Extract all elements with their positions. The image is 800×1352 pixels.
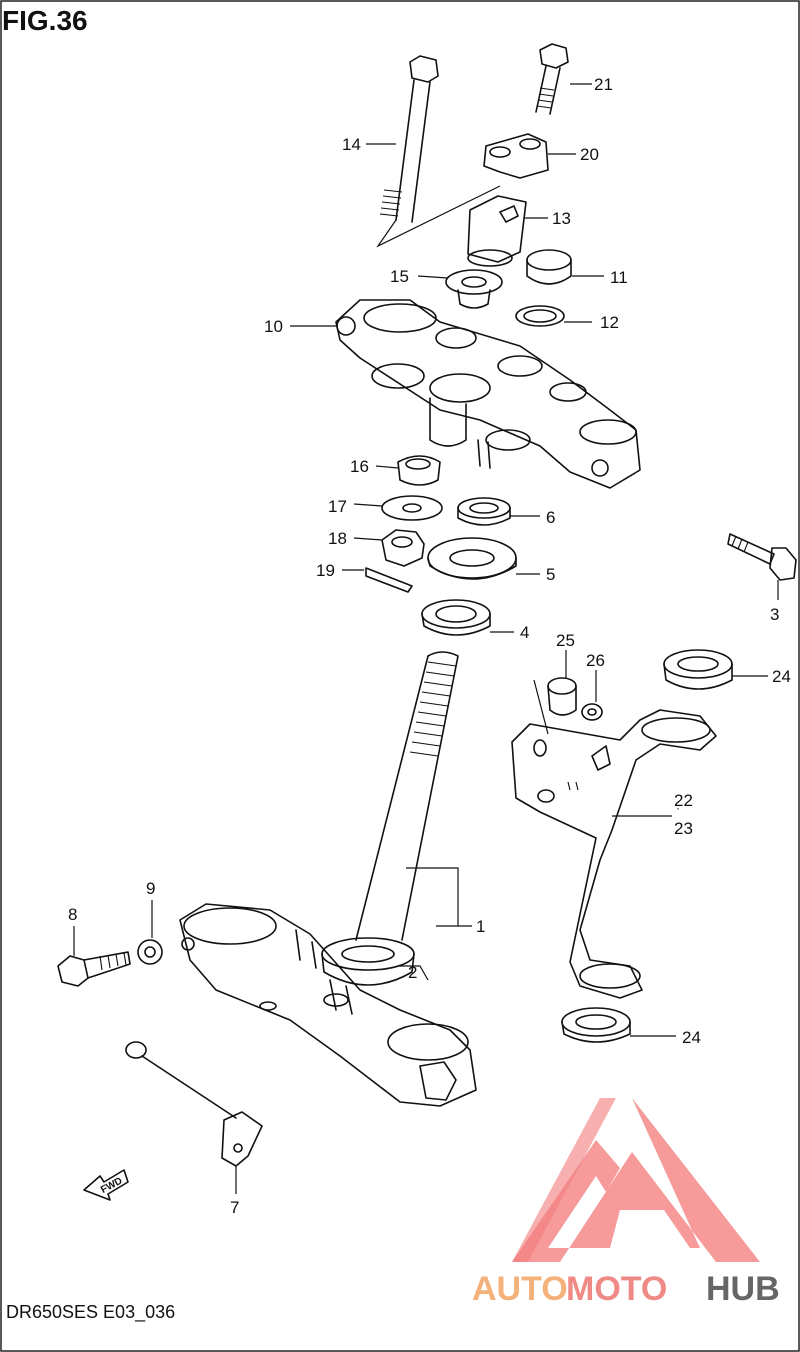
part-11-cap (526, 249, 604, 285)
part-4-bearing (421, 599, 514, 636)
part-10-upper-bracket (290, 299, 641, 489)
part-15-bushing (417, 269, 503, 309)
callout-2: 2 (408, 963, 417, 982)
part-3-bolt (727, 533, 797, 600)
part-5-washer (427, 537, 540, 580)
callout-13: 13 (552, 209, 571, 228)
part-8-bolt (57, 926, 131, 987)
part-18-nut (353, 529, 425, 567)
part-26-spacer (581, 670, 603, 721)
callout-16: 16 (350, 457, 369, 476)
automotohub-wordmark: AUTO MOTO HUB (472, 1270, 780, 1308)
part-9-washer (137, 900, 163, 965)
callout-22: 22 (674, 791, 693, 810)
part-1-steering-stem (179, 651, 477, 1107)
part-2-bearing (321, 937, 429, 986)
part-22-23-bracket (511, 679, 717, 999)
callout-21: 21 (594, 75, 613, 94)
callout-9: 9 (146, 879, 155, 898)
part-21-bolt (535, 43, 592, 115)
part-7-clamp (125, 1041, 263, 1194)
figure-code: DR650SES E03_036 (6, 1302, 175, 1323)
callout-dot: · (676, 801, 680, 815)
callout-18: 18 (328, 529, 347, 548)
callout-17: 17 (328, 497, 347, 516)
callout-8: 8 (68, 905, 77, 924)
callout-6: 6 (546, 508, 555, 527)
callout-20: 20 (580, 145, 599, 164)
callout-7: 7 (230, 1198, 239, 1217)
callout-19: 19 (316, 561, 335, 580)
wordmark-moto: MOTO (566, 1270, 667, 1308)
callout-5: 5 (546, 565, 555, 584)
figure-title: FIG.36 (2, 5, 88, 36)
fwd-arrow-icon: FWD (83, 1169, 129, 1201)
callout-23: 23 (674, 819, 693, 838)
callout-11: 11 (610, 268, 628, 287)
part-20-clamp (483, 133, 576, 179)
part-16-clip (375, 455, 441, 486)
callout-12: 12 (600, 313, 619, 332)
part-14-bolt (366, 55, 501, 248)
wordmark-hub: HUB (706, 1270, 780, 1308)
part-24-grommet-upper (663, 649, 768, 690)
part-25-cushion (547, 650, 577, 716)
part-17-washer (353, 495, 443, 521)
part-13-holder (467, 195, 548, 267)
callout-labels: 21 20 14 13 11 15 12 10 16 17 6 18 5 19 … (68, 75, 791, 1217)
part-6-nut (457, 497, 540, 526)
callout-3: 3 (770, 605, 779, 624)
fwd-label: FWD (99, 1176, 124, 1196)
callout-14: 14 (342, 135, 361, 154)
callout-25: 25 (556, 631, 575, 650)
callout-24-upper: 24 (772, 667, 791, 686)
callout-10: 10 (264, 317, 283, 336)
callout-15: 15 (390, 267, 409, 286)
callout-24-lower: 24 (682, 1028, 701, 1047)
part-12-washer (515, 305, 592, 327)
part-19-cotter-pin (342, 567, 413, 593)
callout-26: 26 (586, 651, 605, 670)
wordmark-auto: AUTO (472, 1270, 568, 1308)
automotohub-logo (512, 1098, 760, 1262)
callout-4: 4 (520, 623, 529, 642)
callout-1: 1 (476, 917, 485, 936)
part-24-grommet-lower (561, 1007, 676, 1043)
